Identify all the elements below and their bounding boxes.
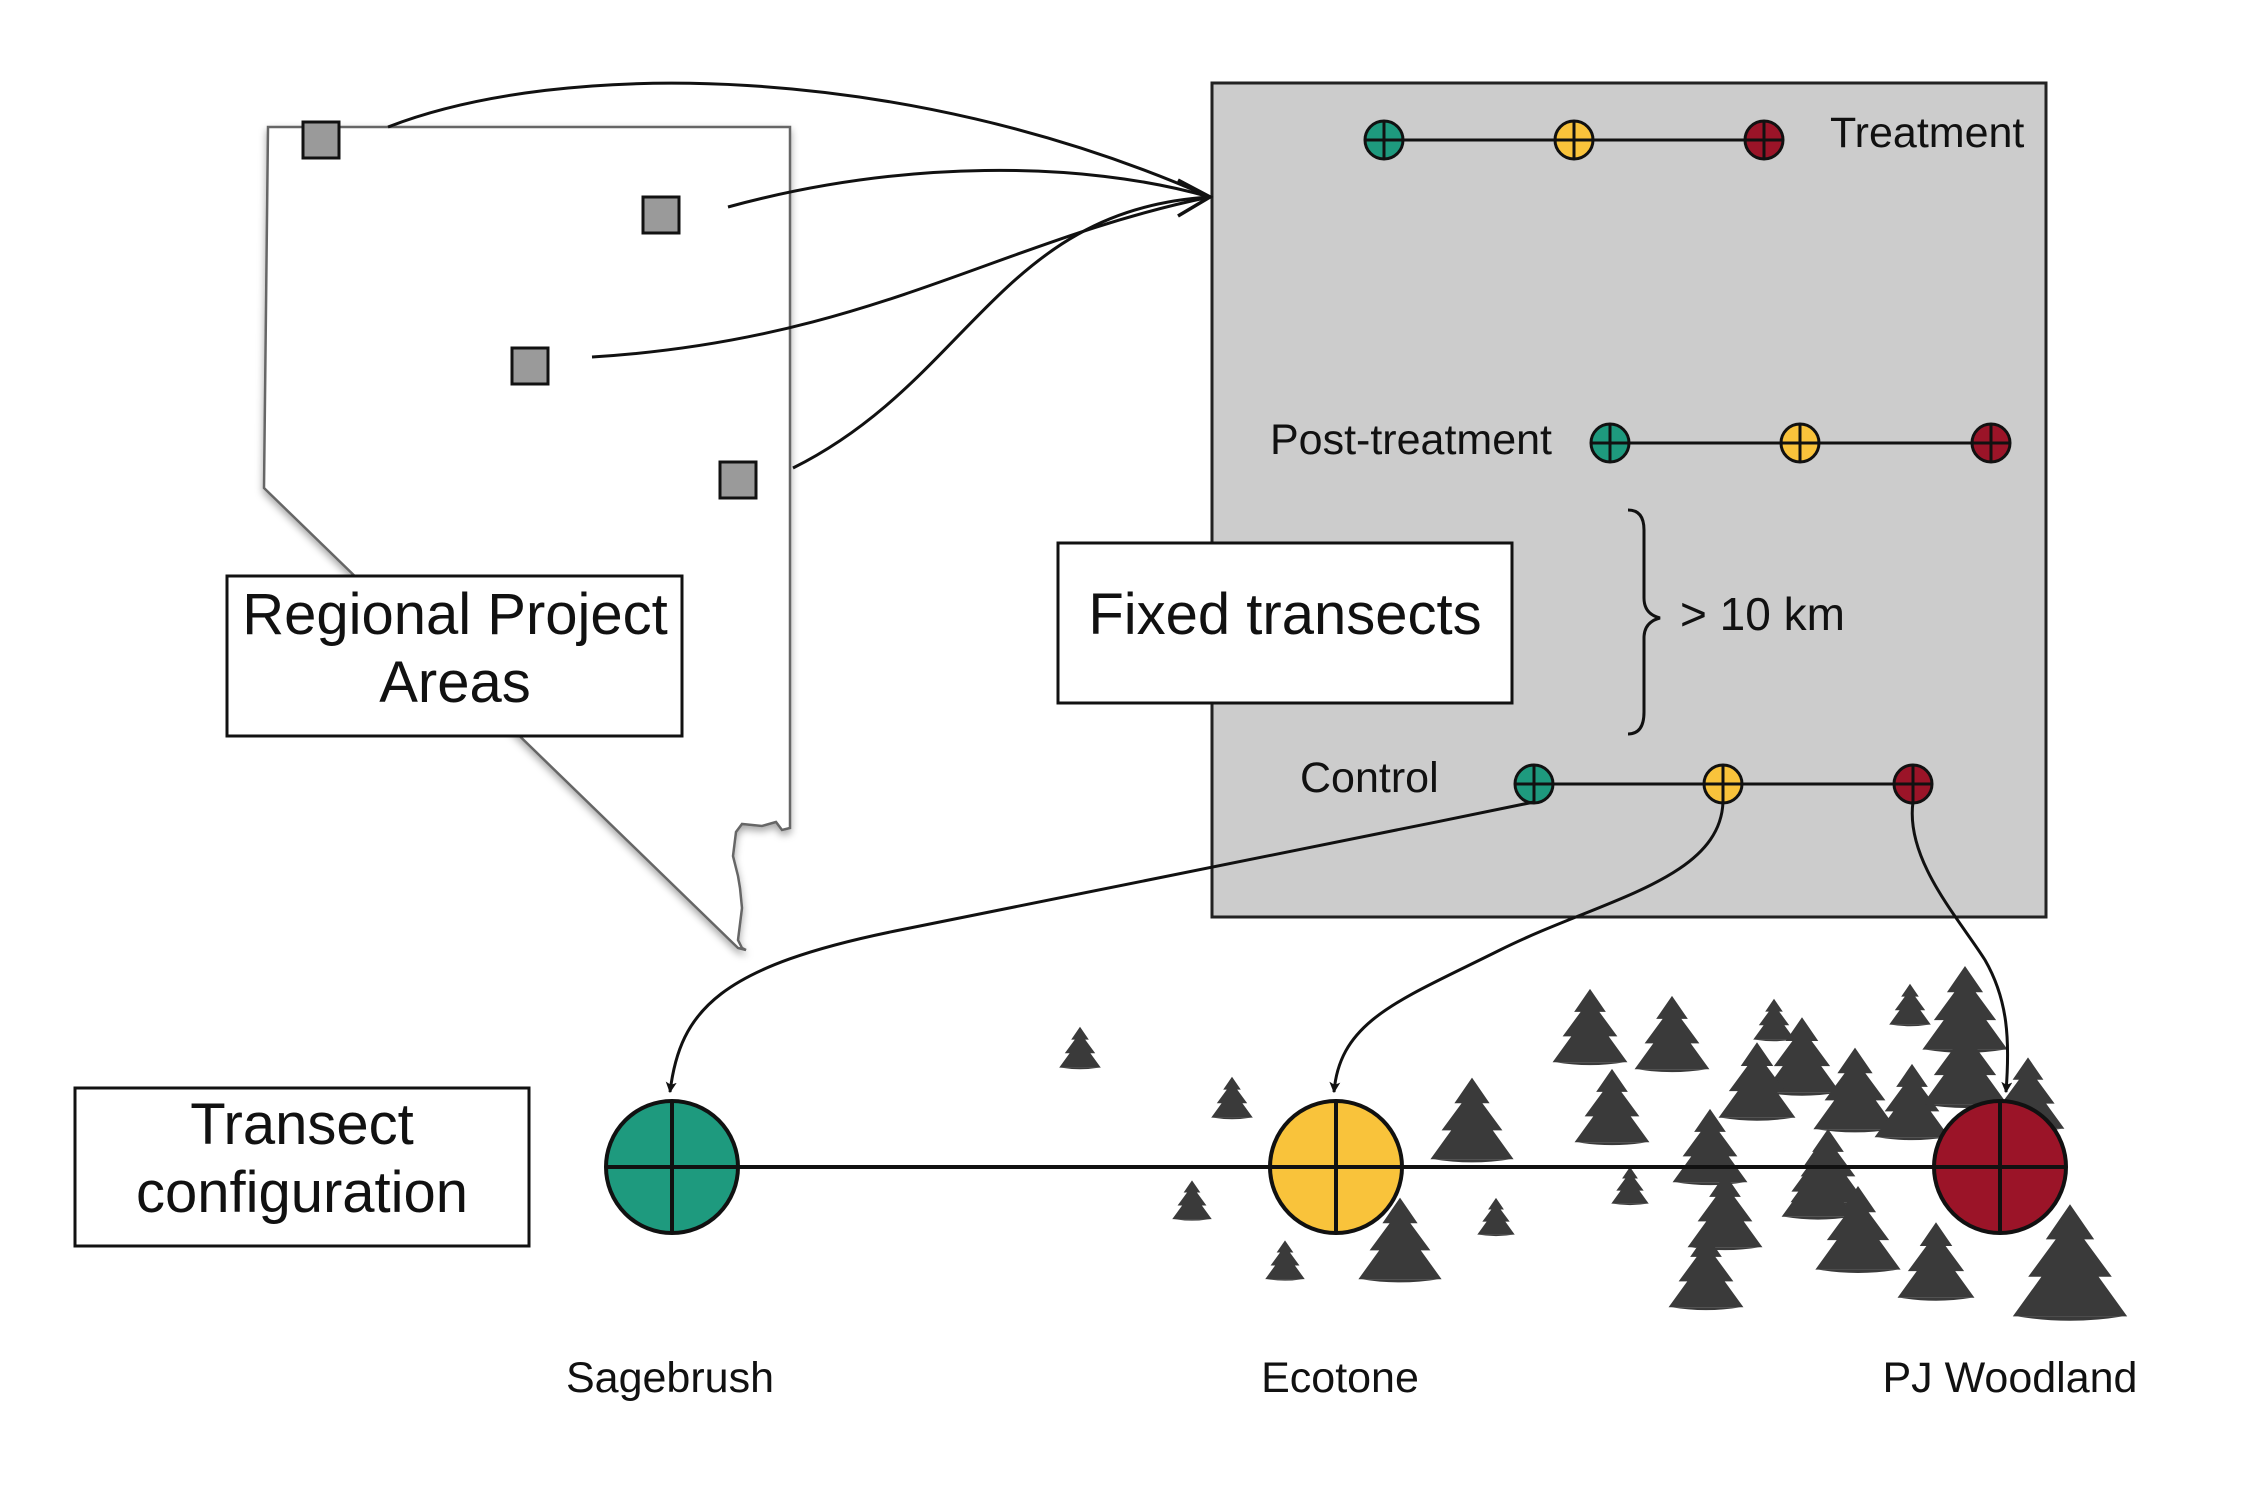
pj-woodland-plot	[1932, 1099, 2068, 1235]
transect-configuration-box: Transect configuration	[73, 1086, 531, 1248]
connector-curve	[792, 195, 1211, 470]
circle-plus-icon	[1363, 119, 1405, 161]
connector-curve	[387, 81, 1211, 199]
circle-plus-icon	[1702, 763, 1744, 805]
ecotone-label: Ecotone	[1261, 1354, 1419, 1402]
ecotone-plot	[1268, 1099, 1404, 1235]
project-area-marker	[510, 346, 550, 386]
area-connectors	[387, 81, 1214, 470]
treatment-transect: Treatment	[1363, 109, 2024, 161]
treatment-label: Treatment	[1830, 109, 2024, 157]
project-area-marker	[718, 460, 758, 500]
circle-plus-icon	[1513, 763, 1555, 805]
circle-plus-icon	[1743, 119, 1785, 161]
conifer-tree-icon	[1265, 1240, 1305, 1281]
conifer-tree-icon	[1897, 1222, 1975, 1301]
arrow-to-sagebrush	[665, 800, 1535, 1094]
connector-curve	[591, 195, 1211, 359]
regional-areas-box: Regional Project Areas	[225, 574, 684, 738]
curly-brace	[1627, 508, 1661, 736]
conifer-tree-icon	[1211, 1076, 1253, 1120]
circle-plus-icon	[1553, 119, 1595, 161]
post-treatment-transect: Post-treatment	[1270, 416, 2012, 464]
conifer-tree-icon	[1753, 998, 1795, 1042]
fixed-transects-label: Fixed transects	[1088, 582, 1481, 647]
conifer-tree-icon	[1687, 1173, 1763, 1251]
distance-label: > 10 km	[1680, 588, 1845, 640]
project-area-marker	[641, 195, 681, 235]
connector-arrowhead	[1177, 178, 1214, 218]
conifer-tree-icon	[1477, 1197, 1515, 1237]
circle-plus-icon	[1892, 763, 1934, 805]
conifer-tree-icon	[1634, 995, 1710, 1073]
transect-config-line1: Transect	[190, 1092, 413, 1157]
conifer-tree-icon	[1552, 988, 1628, 1066]
conifer-tree-icon	[1889, 983, 1931, 1027]
fixed-transects-box: Fixed transects	[1056, 541, 1514, 705]
control-label: Control	[1300, 754, 1439, 802]
circle-plus-icon	[1779, 422, 1821, 464]
circle-plus-icon	[1970, 422, 2012, 464]
regional-label-line2: Areas	[379, 650, 531, 715]
conifer-tree-icon	[1059, 1026, 1101, 1070]
connector-curve	[727, 168, 1211, 209]
conifer-tree-icon	[1672, 1108, 1748, 1186]
nevada-map	[262, 125, 792, 952]
sagebrush-label: Sagebrush	[566, 1354, 774, 1402]
arrow-to-pj-woodland	[1910, 801, 2013, 1094]
conifer-tree-icon	[1172, 1180, 1212, 1221]
transect-config-line2: configuration	[136, 1160, 468, 1225]
configuration-arrows	[665, 800, 2013, 1094]
arrow-to-ecotone	[1329, 801, 1725, 1094]
distance-brace: > 10 km	[1627, 508, 1845, 736]
conifer-tree-icon	[1611, 1166, 1649, 1206]
sagebrush-plot	[604, 1099, 740, 1235]
post-treatment-label: Post-treatment	[1270, 416, 1552, 464]
conifer-tree-icon	[1574, 1068, 1650, 1146]
project-area-markers	[301, 120, 758, 500]
pj-woodland-label: PJ Woodland	[1883, 1354, 2138, 1402]
nevada-outline	[262, 125, 792, 952]
circle-plus-icon	[1589, 422, 1631, 464]
project-area-marker	[301, 120, 341, 160]
conifer-tree-icon	[1430, 1077, 1514, 1163]
regional-label-line1: Regional Project	[242, 582, 668, 647]
control-transect: Control	[1300, 754, 1934, 805]
